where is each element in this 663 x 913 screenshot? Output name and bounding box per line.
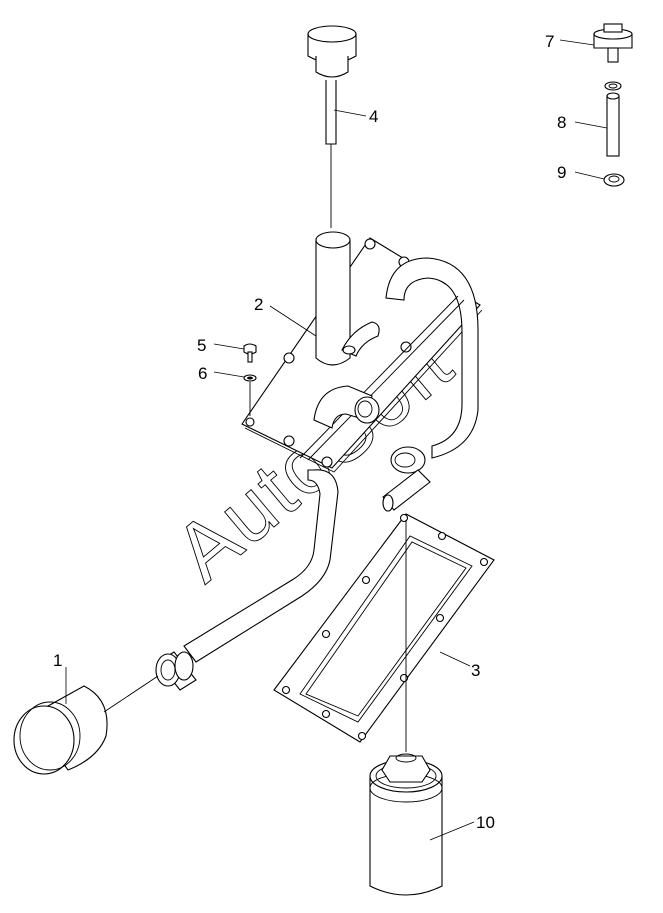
callout-6: 6 xyxy=(198,364,207,383)
gasket xyxy=(273,513,495,743)
dipstick xyxy=(307,25,357,228)
pin xyxy=(604,81,622,157)
callout-10: 10 xyxy=(476,813,495,832)
washer xyxy=(243,374,257,416)
oil-pipe xyxy=(155,469,339,691)
bolt xyxy=(243,343,257,363)
callout-3: 3 xyxy=(471,661,480,680)
callout-9: 9 xyxy=(557,163,566,182)
cap xyxy=(593,23,633,63)
callout-5: 5 xyxy=(197,336,206,355)
callout-1: 1 xyxy=(53,651,62,670)
callout-7: 7 xyxy=(545,32,554,51)
callout-2: 2 xyxy=(254,295,263,314)
callout-4: 4 xyxy=(369,107,378,126)
oil-filter-large xyxy=(369,520,443,896)
oil-filter-small xyxy=(13,675,159,775)
callout-8: 8 xyxy=(557,113,566,132)
nut xyxy=(603,173,625,187)
cover-plate xyxy=(241,231,483,512)
